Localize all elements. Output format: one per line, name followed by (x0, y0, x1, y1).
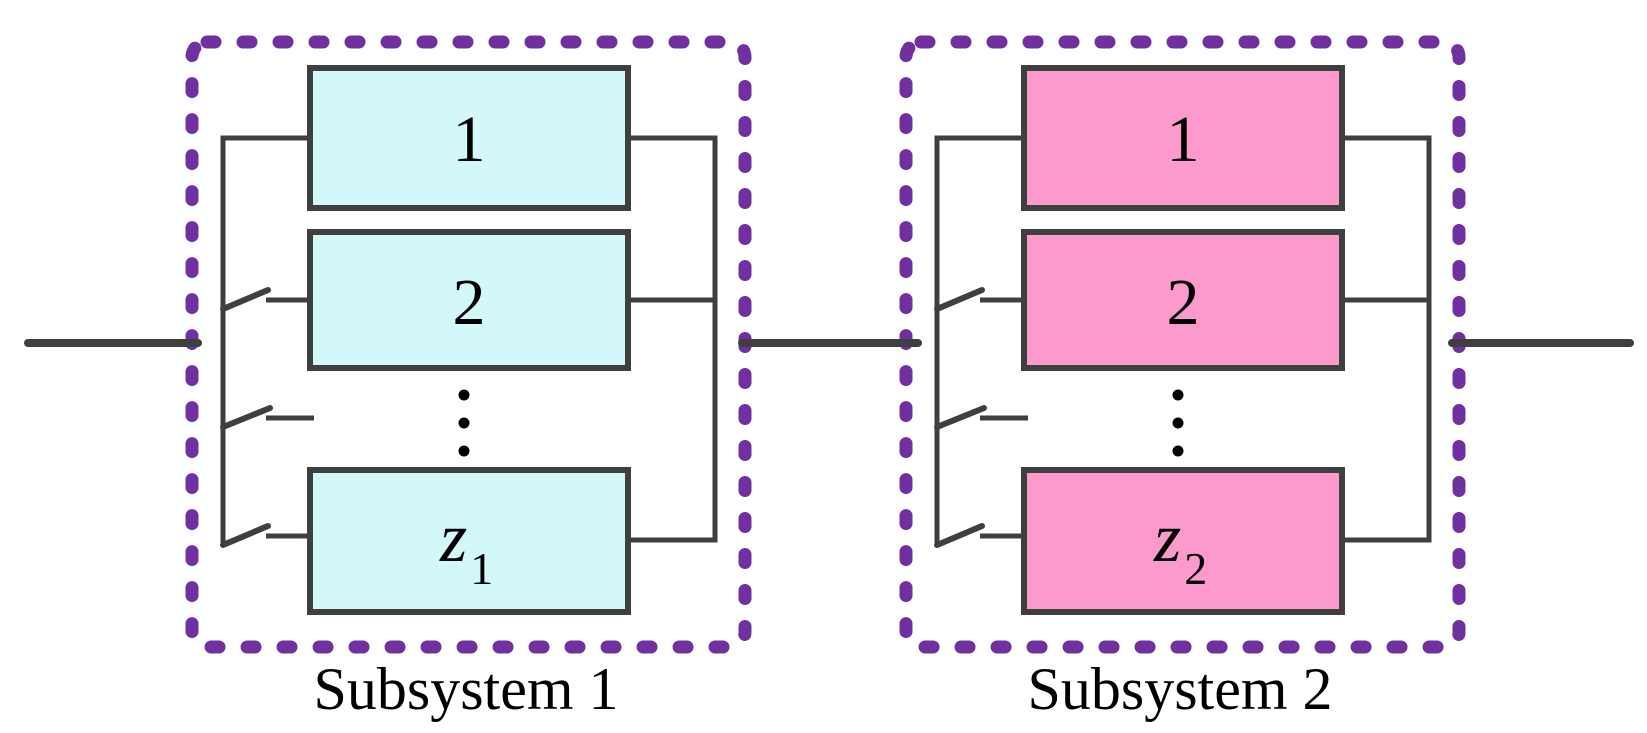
block-z-label: z2 (1153, 500, 1207, 594)
subsystem-2-caption: Subsystem 2 (1027, 656, 1332, 722)
switch-blade-icon (220, 287, 271, 312)
output-bus-line (628, 135, 718, 543)
ellipsis-dot (1172, 389, 1184, 401)
block-1 (307, 65, 631, 211)
block-z (1021, 467, 1345, 615)
ellipsis-dot (1172, 417, 1184, 429)
block-2-label: 2 (1167, 266, 1200, 339)
vertical-ellipsis-icon (458, 389, 470, 457)
block-z-label-base: z (439, 500, 467, 577)
switch-blade-icon (934, 405, 987, 430)
switch-blade-icon (934, 287, 985, 312)
block-z-label-subscript: 1 (470, 543, 493, 594)
input-bus-line (220, 135, 310, 545)
block-2-label: 2 (453, 266, 486, 339)
ellipsis-dot (1172, 445, 1184, 457)
subsystem-1-caption: Subsystem 1 (313, 656, 618, 722)
ellipsis-dot (458, 389, 470, 401)
block-1-label: 1 (453, 103, 486, 176)
block-2 (307, 229, 631, 371)
block-1 (1021, 65, 1345, 211)
switch-blade-icon (220, 523, 271, 548)
output-bus-line (1342, 135, 1432, 543)
input-bus-line (934, 135, 1024, 545)
switch-blade-icon (934, 523, 985, 548)
block-z (307, 467, 631, 615)
block-1-label: 1 (1167, 103, 1200, 176)
subsystem-1-group: 1 2 z1 Subsystem 1 (185, 35, 752, 722)
vertical-ellipsis-icon (1172, 389, 1184, 457)
block-z-label-subscript: 2 (1184, 543, 1207, 594)
subsystem-2-group: 1 2 z2 Subsystem 2 (899, 35, 1466, 722)
block-z-label-base: z (1153, 500, 1181, 577)
switch-blade-icon (220, 405, 273, 430)
block-2 (1021, 229, 1345, 371)
ellipsis-dot (458, 417, 470, 429)
block-z-label: z1 (439, 500, 493, 594)
ellipsis-dot (458, 445, 470, 457)
